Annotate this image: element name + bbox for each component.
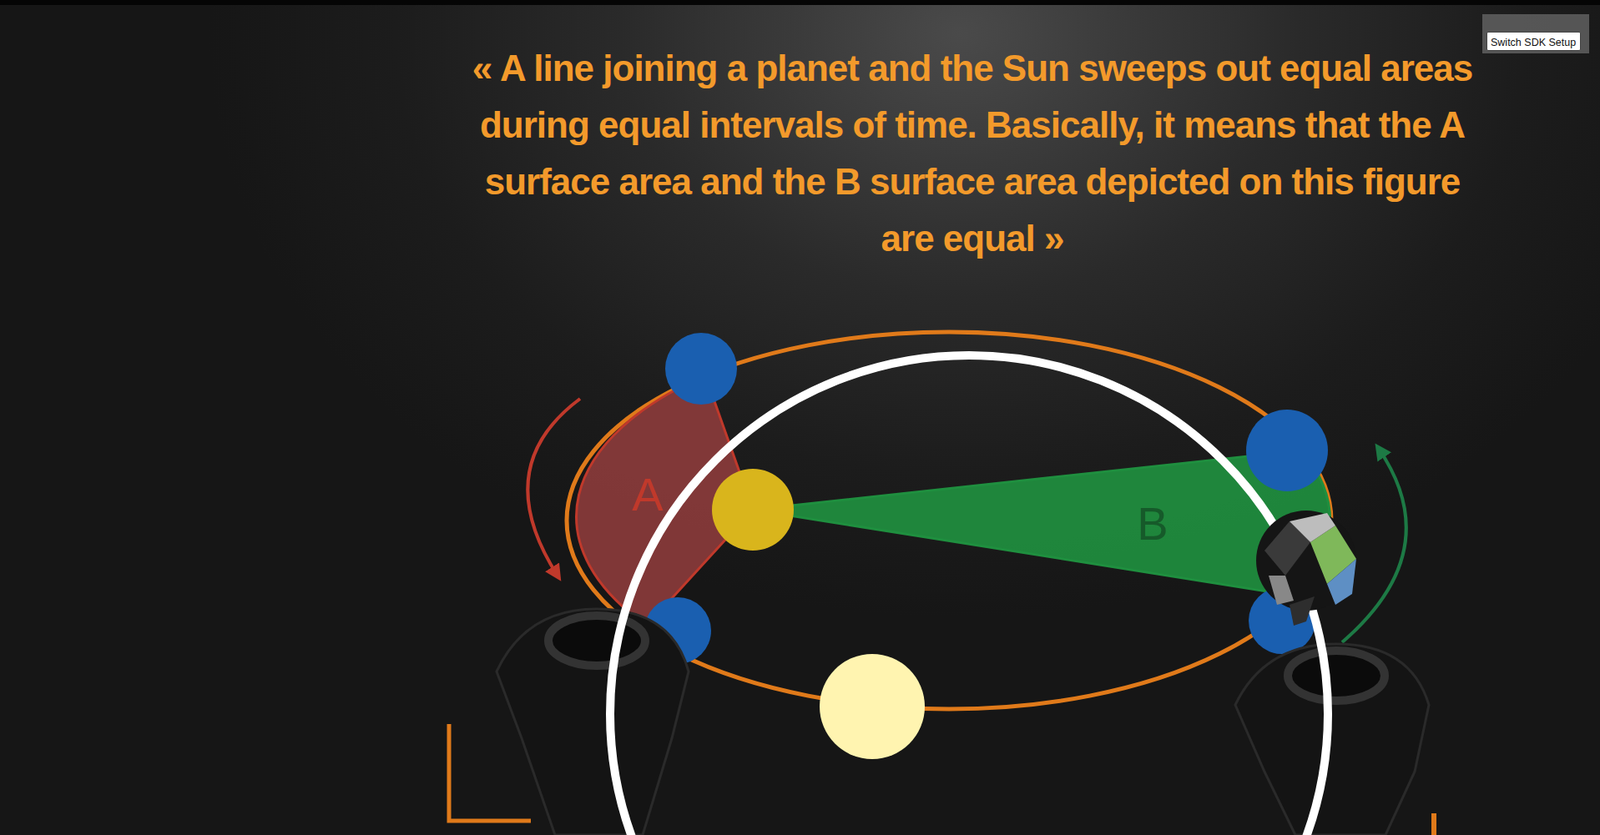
low-poly-earth <box>1256 510 1357 626</box>
sdk-panel <box>1482 14 1590 54</box>
motion-arrow <box>1342 449 1407 643</box>
pointer-arc <box>610 355 1328 835</box>
corner-bracket <box>449 724 531 822</box>
vr-controller <box>496 609 689 835</box>
planet <box>1246 409 1328 492</box>
sun <box>711 469 794 551</box>
area-label: B <box>1136 500 1168 548</box>
planet <box>644 597 712 665</box>
sdk-button: Switch SDK Setup <box>1486 31 1581 51</box>
top-bar <box>0 0 1600 6</box>
area-label: A <box>631 471 663 519</box>
region-shape <box>747 442 1340 643</box>
quote-heading: « A line joining a planet and the Sun sw… <box>467 40 1478 268</box>
motion-arrow <box>527 398 581 576</box>
region-shape <box>576 375 753 626</box>
planet <box>665 333 737 405</box>
region-shape <box>752 450 1331 597</box>
light-sphere <box>819 654 925 760</box>
vr-controller <box>1235 644 1429 835</box>
area-a-region: A <box>559 354 764 639</box>
orbit-ellipse <box>566 332 1332 710</box>
area-b-region: B <box>747 442 1340 643</box>
button-label: Switch SDK Setup <box>1490 35 1576 50</box>
planet <box>1248 587 1316 655</box>
corner-bracket <box>1431 813 1437 835</box>
